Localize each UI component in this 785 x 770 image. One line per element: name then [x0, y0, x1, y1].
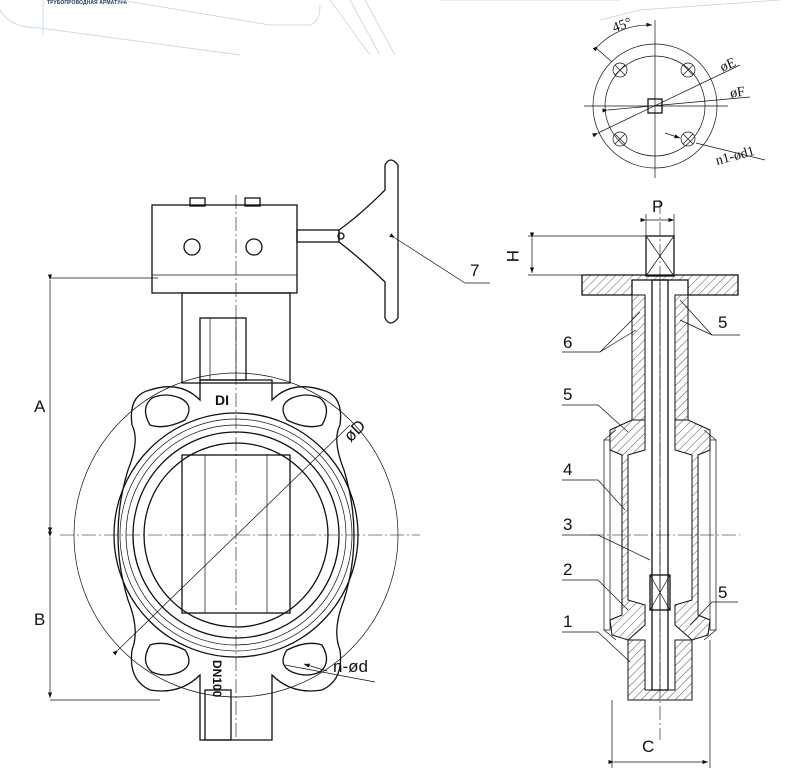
callout-6: 6	[563, 333, 572, 352]
dim-E-label: øE	[718, 55, 738, 75]
dim-P-label: P	[652, 197, 663, 216]
watermark	[0, 0, 781, 56]
callout-5-lower: 5	[718, 583, 727, 602]
angle-label: 45°	[610, 15, 634, 36]
dim-B-label: B	[34, 610, 45, 629]
dim-F-label: øF	[729, 85, 746, 102]
side-view	[528, 200, 740, 768]
callout-5-upper: 5	[563, 385, 572, 404]
callout-3: 3	[563, 515, 572, 534]
callout-5-top: 5	[718, 313, 727, 332]
callout-4: 4	[563, 460, 572, 479]
dim-H-label: H	[503, 250, 522, 262]
dim-C-label: C	[642, 737, 654, 756]
front-view	[47, 159, 490, 741]
dim-holes-label: n-ød	[333, 657, 368, 676]
body-mark-di: DI	[215, 392, 229, 408]
callout-7: 7	[470, 261, 479, 280]
dim-n1-d1-label: n1-ød1	[714, 144, 756, 169]
callout-2: 2	[563, 560, 572, 579]
dim-D-label: øD	[340, 416, 369, 445]
dim-A-label: A	[34, 397, 46, 416]
callout-1: 1	[563, 612, 572, 631]
brand-tagline: ТРУБОПРОВОДНАЯ АРМАТУРА	[47, 0, 128, 6]
body-mark-dn: DN100	[210, 660, 224, 698]
flange-detail	[584, 20, 766, 178]
